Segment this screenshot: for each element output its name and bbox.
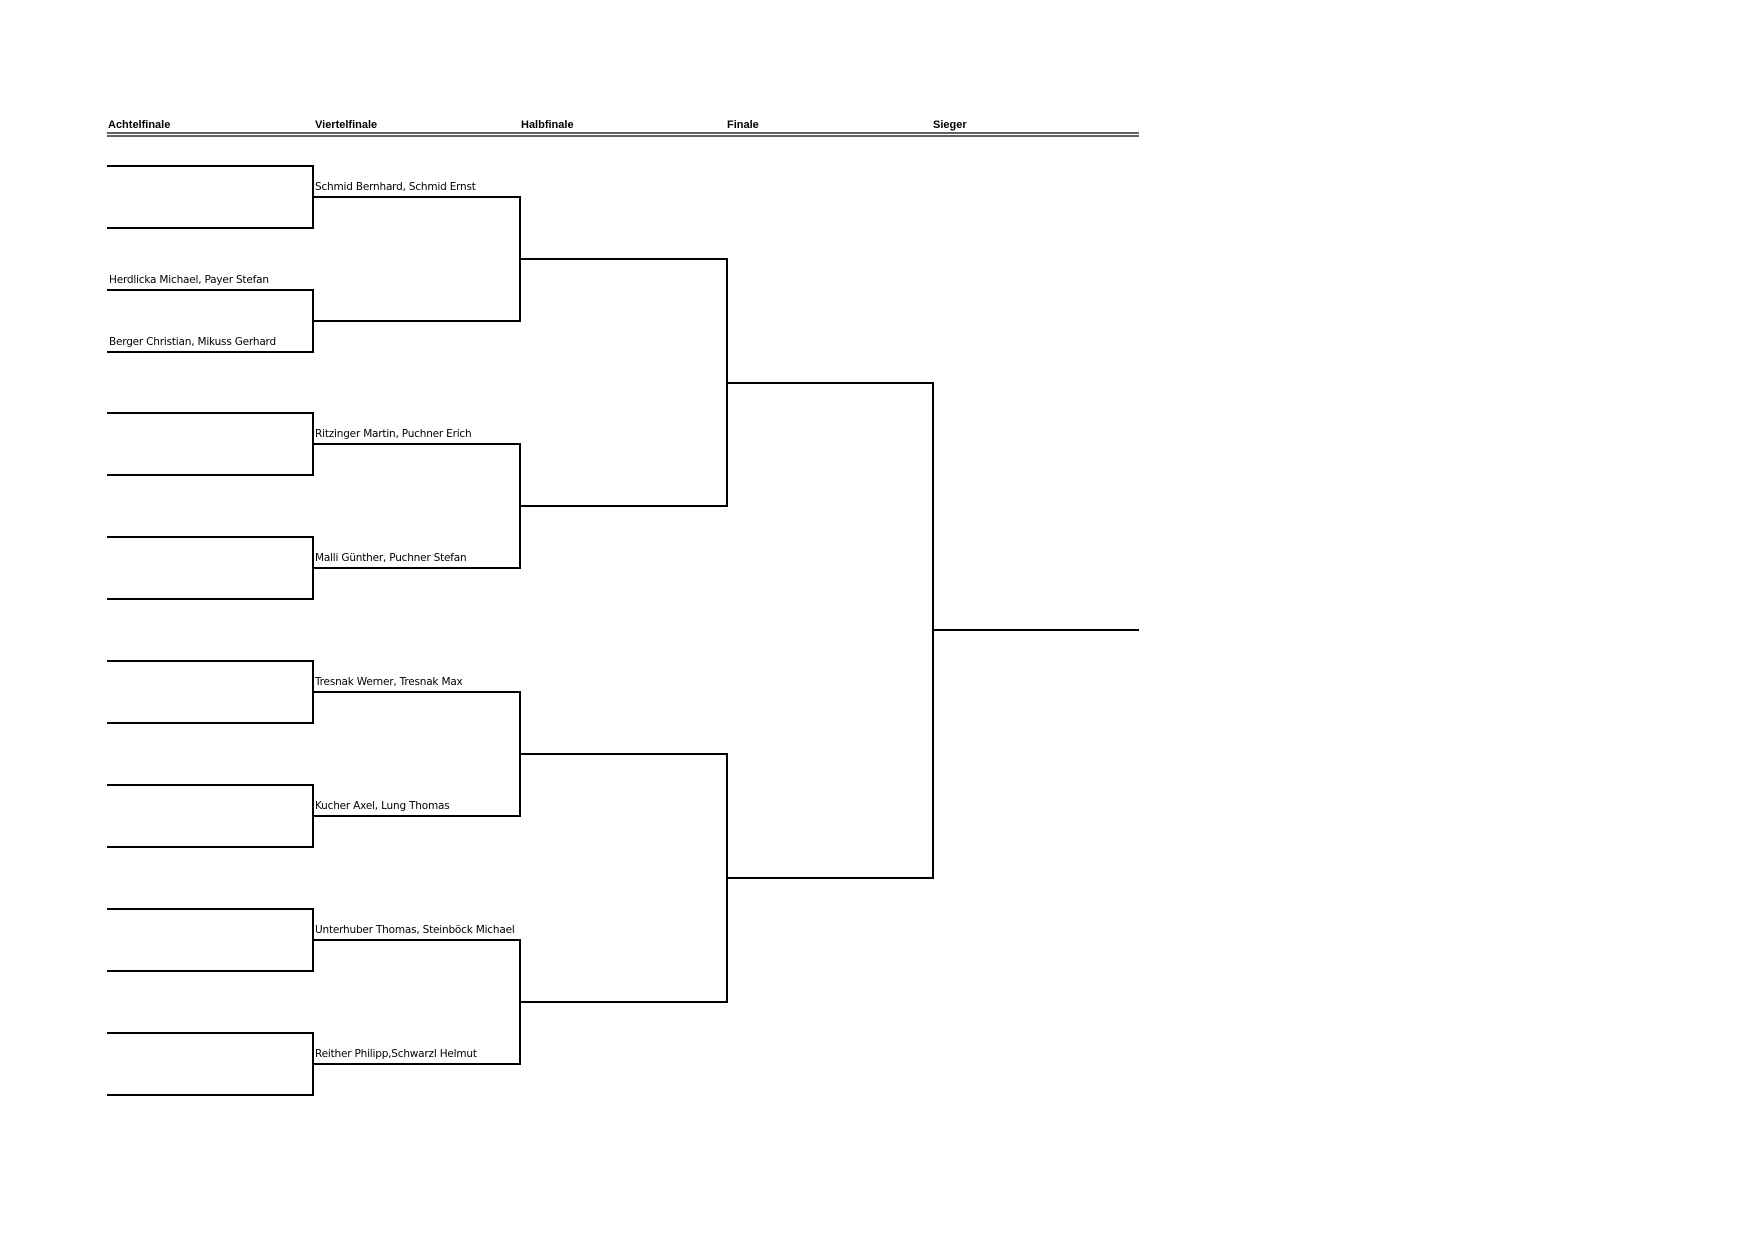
r16-bracket-3 — [107, 412, 314, 476]
qf-team-5: Tresnak Werner, Tresnak Max — [315, 676, 463, 688]
r16-bracket-8 — [107, 1032, 314, 1096]
r16-bracket-6 — [107, 784, 314, 848]
r16-bracket-5 — [107, 660, 314, 724]
sf-bracket-2 — [520, 753, 728, 1003]
final-bracket — [727, 382, 934, 879]
header-semifinal: Halbfinale — [521, 119, 574, 131]
header-round-of-16: Achtelfinale — [108, 119, 171, 131]
r16-match-2-bottom: Berger Christian, Mikuss Gerhard — [109, 336, 276, 348]
qf-team-3: Ritzinger Martin, Puchner Erich — [315, 428, 472, 440]
qf-team-1: Schmid Bernhard, Schmid Ernst — [315, 181, 476, 193]
header-winner: Sieger — [933, 119, 967, 131]
qf-bracket-1 — [313, 196, 521, 322]
r16-match-2-top: Herdlicka Michael, Payer Stefan — [109, 274, 269, 286]
qf-team-6: Kucher Axel, Lung Thomas — [315, 800, 450, 812]
qf-bracket-3 — [313, 691, 521, 817]
qf-team-4: Malli Günther, Puchner Stefan — [315, 552, 467, 564]
qf-team-8: Reither Philipp,Schwarzl Helmut — [315, 1048, 477, 1060]
r16-bracket-7 — [107, 908, 314, 972]
header-quarterfinal: Viertelfinale — [315, 119, 378, 131]
qf-team-7: Unterhuber Thomas, Steinböck Michael — [315, 924, 515, 936]
r16-bracket-4 — [107, 536, 314, 600]
qf-bracket-4 — [313, 939, 521, 1065]
sf-bracket-1 — [520, 258, 728, 507]
qf-bracket-2 — [313, 443, 521, 569]
header-final: Finale — [727, 119, 759, 131]
r16-bracket-1 — [107, 165, 314, 229]
